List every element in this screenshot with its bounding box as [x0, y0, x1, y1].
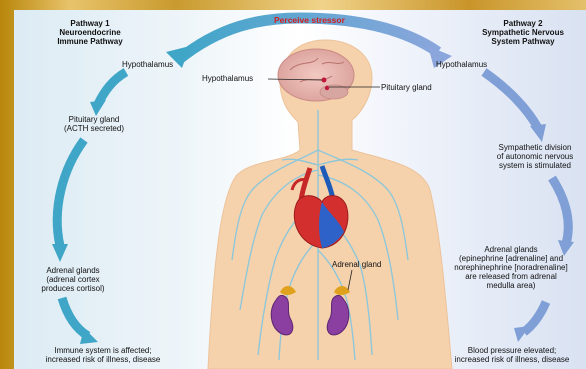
- pathway2-title: Pathway 2 Sympathetic Nervous System Pat…: [468, 19, 578, 46]
- pathway2-hypothalamus: Hypothalamus: [436, 60, 487, 69]
- pathway1-hypothalamus: Hypothalamus: [122, 60, 173, 69]
- pathway1-adrenal: Adrenal glands (adrenal cortex produces …: [30, 266, 116, 293]
- pathway1-outcome-line: increased risk of illness, disease: [28, 355, 178, 364]
- pathway1-title: Pathway 1 Neuroendocrine Immune Pathway: [38, 19, 142, 46]
- pathway2-sympathetic-line: system is stimulated: [488, 161, 582, 170]
- pathway2-adrenal: Adrenal glands (epinephrine [adrenaline]…: [440, 245, 582, 290]
- pathway1-adrenal-line: Adrenal glands: [30, 266, 116, 275]
- left-arrowhead-2: [52, 244, 68, 262]
- pathway2-adrenal-line: (epinephrine [adrenaline] and: [440, 254, 582, 263]
- left-arrow-1: [98, 72, 126, 104]
- hypothalamus-marker: [322, 78, 327, 83]
- pathway1-title-line: Pathway 1: [38, 19, 142, 28]
- right-arrowhead-1: [530, 124, 546, 142]
- right-arrow-2: [552, 178, 568, 244]
- left-arrow-2: [57, 140, 84, 246]
- body-adrenal-label: Adrenal gland: [332, 260, 381, 269]
- pathway2-title-line: Sympathetic Nervous: [468, 28, 578, 37]
- pathway1-pituitary: Pituitary gland (ACTH secreted): [56, 115, 132, 133]
- pathway2-sympathetic: Sympathetic division of autonomic nervou…: [488, 143, 582, 170]
- pathway2-adrenal-line: norephinephrine [noradrenaline]: [440, 263, 582, 272]
- body-hypothalamus-label: Hypothalamus: [202, 74, 253, 83]
- pathway1-title-line: Immune Pathway: [38, 37, 142, 46]
- pathway2-title-line: System Pathway: [468, 37, 578, 46]
- pathway2-title-line: Pathway 2: [468, 19, 578, 28]
- left-arrowhead-1: [90, 100, 106, 116]
- pathway2-sympathetic-line: of autonomic nervous: [488, 152, 582, 161]
- brain: [278, 49, 354, 101]
- perceive-stressor-label: Perceive stressor: [274, 15, 345, 25]
- pathway1-outcome: Immune system is affected; increased ris…: [28, 346, 178, 364]
- pathway2-outcome-line: increased risk of illness, disease: [440, 355, 584, 364]
- body-pituitary-label: Pituitary gland: [381, 83, 432, 92]
- pathway2-adrenal-line: are released from adrenal: [440, 272, 582, 281]
- pathway2-outcome: Blood pressure elevated; increased risk …: [440, 346, 584, 364]
- pathway1-pituitary-line: (ACTH secreted): [56, 124, 132, 133]
- pathway1-pituitary-line: Pituitary gland: [56, 115, 132, 124]
- pathway2-adrenal-line: Adrenal glands: [440, 245, 582, 254]
- pathway2-adrenal-line: medulla area): [440, 281, 582, 290]
- pathway1-title-line: Neuroendocrine: [38, 28, 142, 37]
- pathway1-adrenal-line: produces cortisol): [30, 284, 116, 293]
- pathway2-outcome-line: Blood pressure elevated;: [440, 346, 584, 355]
- pathway2-sympathetic-line: Sympathetic division: [488, 143, 582, 152]
- pathway1-adrenal-line: (adrenal cortex: [30, 275, 116, 284]
- right-arrow-1: [484, 72, 538, 128]
- pathway1-outcome-line: Immune system is affected;: [28, 346, 178, 355]
- pituitary-marker: [325, 86, 329, 90]
